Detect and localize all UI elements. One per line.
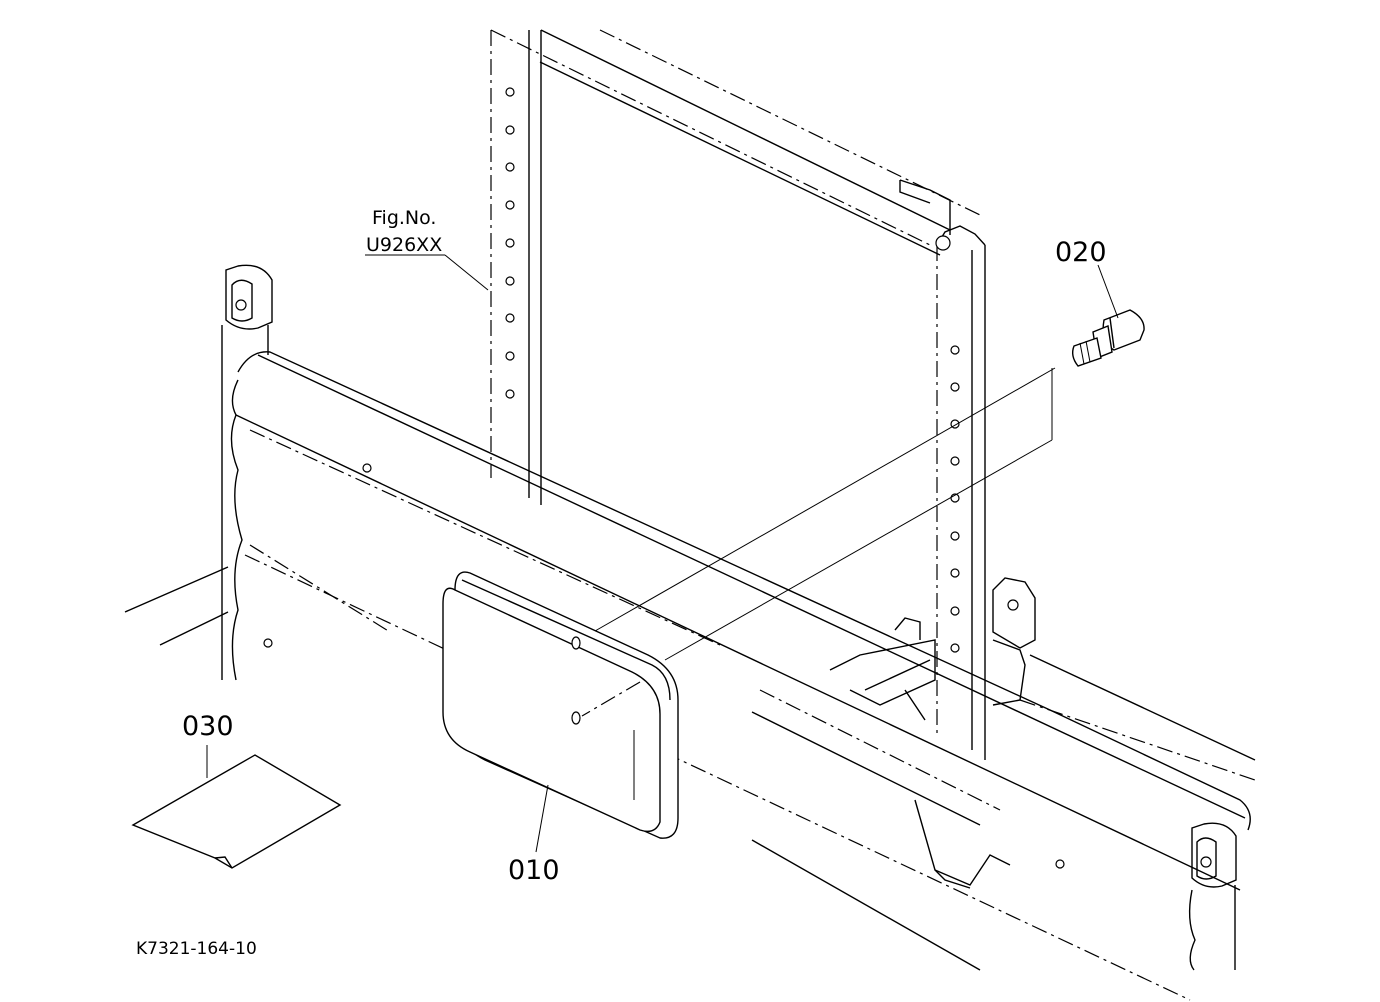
drawing-code: K7321-164-10 <box>136 939 257 959</box>
callout-030: 030 <box>182 711 234 742</box>
fig-number-label: Fig.No. <box>372 207 436 229</box>
bed-rail <box>235 351 1251 1001</box>
right-corner-post <box>1188 822 1237 971</box>
left-corner-post <box>221 264 273 681</box>
callout-010: 010 <box>508 855 560 886</box>
vertical-frame <box>490 29 986 760</box>
bed-floor <box>124 544 1256 971</box>
assembly-lines <box>581 367 1056 717</box>
sheet-part-030 <box>131 754 342 869</box>
lamp-part-010 <box>442 571 679 839</box>
connector-part-020 <box>1071 309 1145 367</box>
callout-020: 020 <box>1055 237 1107 268</box>
fig-number-value: U926XX <box>366 234 442 256</box>
left-post-holes <box>505 87 515 399</box>
leader-lines <box>206 254 1119 853</box>
right-post-holes <box>950 345 960 653</box>
